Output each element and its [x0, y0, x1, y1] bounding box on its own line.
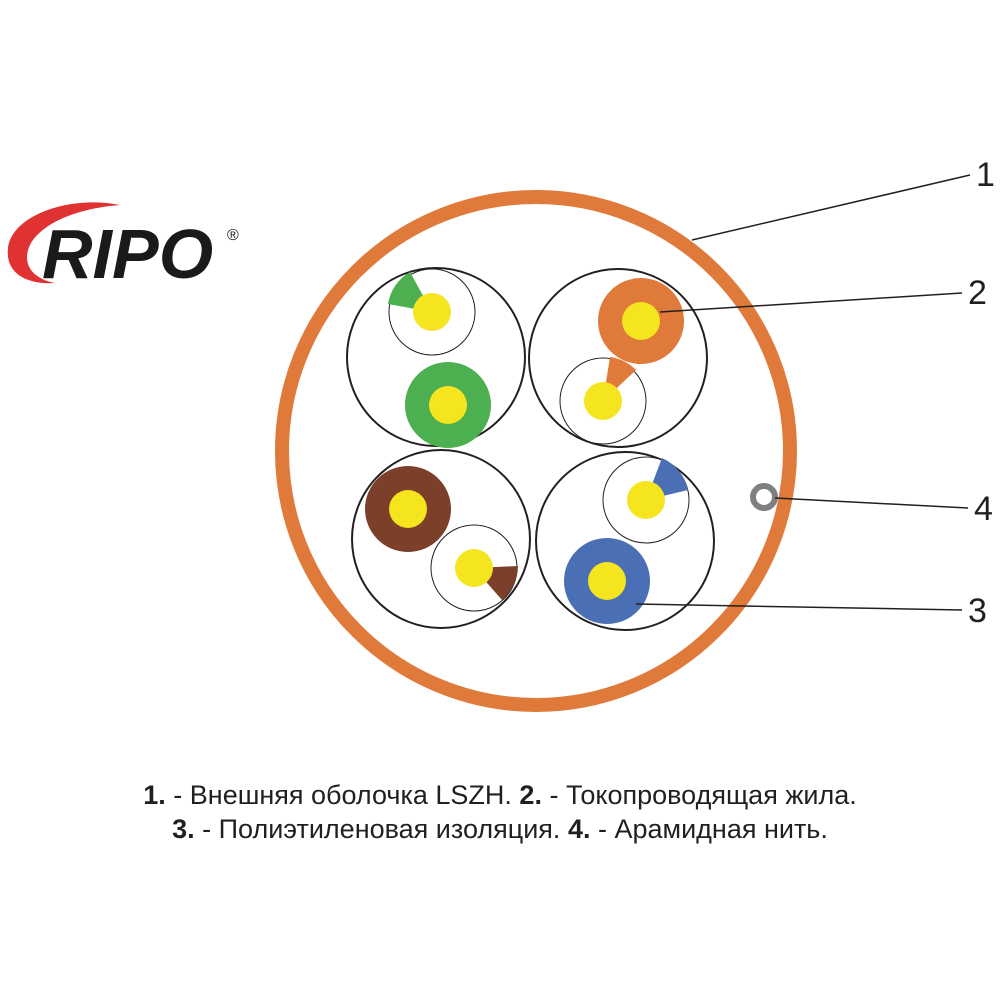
- conductor: [429, 386, 467, 424]
- legend-num-2: 2.: [519, 780, 542, 810]
- callout-line-2: [659, 292, 963, 313]
- ripo-logo: RIPO ®: [7, 202, 239, 293]
- legend-text-3: - Полиэтиленовая изоляция.: [194, 814, 568, 844]
- conductor: [413, 293, 451, 331]
- legend-line-2: 3. - Полиэтиленовая изоляция. 4. - Арами…: [0, 812, 1000, 846]
- conductor: [389, 490, 427, 528]
- legend-text-4: - Арамидная нить.: [590, 814, 828, 844]
- pair-boundary: [535, 451, 715, 631]
- legend-line-1: 1. - Внешняя оболочка LSZH. 2. - Токопро…: [0, 778, 1000, 812]
- twisted-pair-blue: [535, 451, 715, 631]
- legend-num-4: 4.: [567, 814, 591, 844]
- pair-boundary: [351, 449, 531, 629]
- twisted-pair-green: [346, 267, 526, 448]
- legend-text-1: - Внешняя оболочка LSZH.: [165, 780, 520, 810]
- conductor: [627, 481, 665, 519]
- conductor: [455, 549, 493, 587]
- legend-num-3: 3.: [172, 814, 195, 844]
- callout-line-3: [635, 603, 963, 611]
- callout-line-4: [774, 497, 969, 509]
- logo-registered-mark: ®: [227, 227, 239, 244]
- conductor: [588, 562, 626, 600]
- callout-number-1: 1: [976, 156, 995, 194]
- callout-number-3: 3: [968, 592, 987, 630]
- pair-boundary: [528, 268, 708, 448]
- callout-number-2: 2: [968, 274, 987, 312]
- logo-text: RIPO: [42, 215, 213, 293]
- twisted-pair-brown: [351, 449, 531, 629]
- legend-num-1: 1.: [143, 780, 166, 810]
- conductor: [584, 382, 622, 420]
- outer-jacket: [275, 190, 797, 712]
- legend: 1. - Внешняя оболочка LSZH. 2. - Токопро…: [0, 778, 1000, 846]
- callout-line-1: [691, 174, 971, 241]
- conductor: [622, 302, 660, 340]
- twisted-pair-orange: [528, 268, 708, 448]
- logo-swoosh: [7, 202, 120, 284]
- callout-number-4: 4: [974, 490, 993, 528]
- aramid-thread: [750, 483, 778, 511]
- legend-text-2: - Токопроводящая жила.: [541, 780, 857, 810]
